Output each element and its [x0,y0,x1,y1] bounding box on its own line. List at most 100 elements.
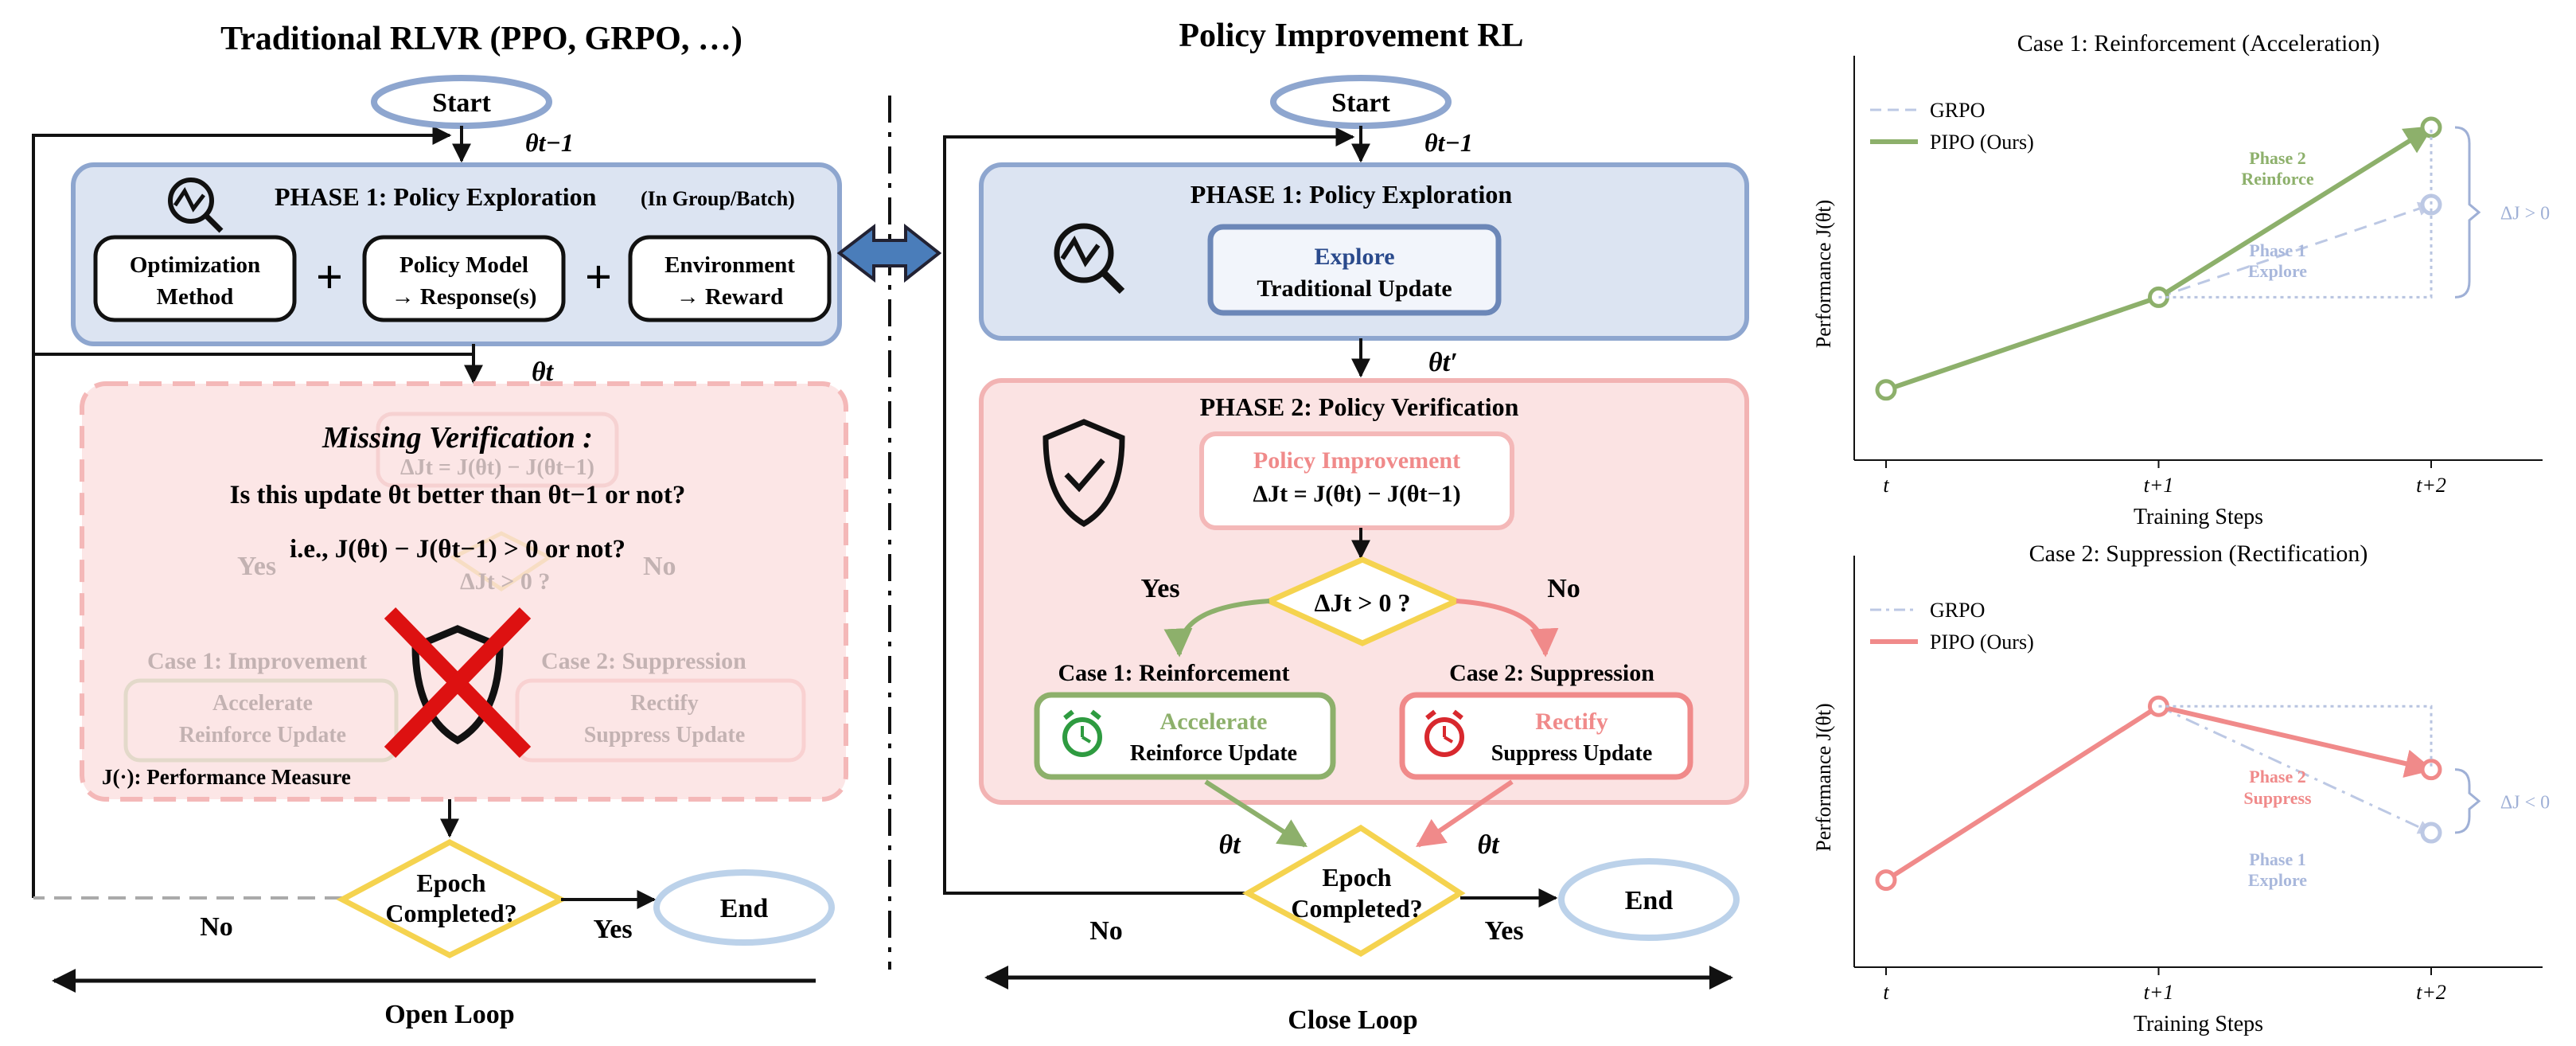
reference-line [2158,127,2433,299]
left-missing-title: Missing Verification : [322,421,593,455]
alarm-clock-icon [1062,709,1102,757]
right-acc-line1: Accelerate [1160,708,1268,735]
legend-label: GRPO [1930,99,1985,122]
right-end-label: End [1625,886,1674,915]
left-title: Traditional RLVR (PPO, GRPO, …) [220,21,742,57]
left-box-environment [628,235,832,322]
series-line-pipo [1884,704,2161,883]
right-start-label: Start [1331,88,1390,118]
right-cond-diamond [1262,556,1463,646]
right-loop-no: No [1089,916,1123,946]
data-point [2420,116,2442,139]
left-loop-line [32,126,452,898]
crossed-shield-icon [384,607,532,758]
right-acc-line2: Reinforce Update [1130,741,1297,766]
left-opt-line1: Optimization [130,252,260,278]
search-chart-icon [168,178,224,233]
x-tick-label: t [1883,981,1889,1004]
annotation-phase1-word: Explore [2248,261,2307,281]
left-yes-label: Yes [593,915,632,944]
left-policy-line1: Policy Model [399,252,528,278]
left-ghost-suppress: Suppress Update [584,723,746,747]
right-yes-label: Yes [1140,574,1179,603]
left-missing-q2: i.e., J(θt) − J(θt−1) > 0 or not? [290,535,625,564]
y-axis-label: Performance J(θt) [1812,703,1835,851]
data-point [1875,869,1897,892]
data-point [1875,379,1897,401]
series-line-grpo [2158,201,2433,299]
left-policy-line2: → Response(s) [392,284,537,310]
right-epoch-line2: Completed? [1291,894,1422,923]
right-pi-line2: ΔJt = J(θt) − J(θt−1) [1253,481,1460,507]
alarm-clock-icon [1424,709,1464,757]
series-line-pipo [1885,295,2160,392]
left-end-label: End [720,894,769,923]
left-ghost-cond: ΔJt > 0 ? [460,568,550,595]
right-loop-line [943,127,1355,895]
right-pi-box [1199,431,1514,530]
left-loop-label: Open Loop [384,1000,514,1029]
left-plus-1: + [316,251,343,303]
right-epoch-line1: Epoch [1322,863,1391,892]
right-case1-label: Case 1: Reinforcement [1058,660,1289,686]
chart-title: Case 1: Reinforcement (Acceleration) [2017,30,2380,57]
left-phase1-title: PHASE 1: Policy Exploration [275,182,597,211]
left-epoch-line2: Completed? [385,899,516,927]
right-acc-to-epoch [1204,779,1308,848]
x-tick-label: t+2 [2416,981,2446,1004]
right-rectify-box [1399,692,1693,780]
right-explore-box [1207,224,1502,316]
left-env-line2: → Reward [676,284,784,310]
annotation-phase1-word: Explore [2248,870,2307,890]
delta-label: ΔJ < 0 [2500,792,2550,813]
left-opt-line2: Method [157,284,234,310]
right-rect-line2: Suppress Update [1491,741,1653,766]
right-no-label: No [1547,574,1580,603]
right-phase2-title: PHASE 2: Policy Verification [1200,392,1519,421]
left-box-optimization [93,235,297,322]
left-epoch-line1: Epoch [416,868,485,897]
x-tick-label: t+1 [2144,474,2174,497]
chart-title: Case 2: Suppression (Rectification) [2029,541,2368,567]
right-theta-t-2: θt [1477,830,1500,860]
y-axis-label: Performance J(θt) [1812,200,1835,348]
left-panel: Traditional RLVR (PPO, GRPO, …) Start θt… [32,21,848,1029]
left-measure: J(·): Performance Measure [102,765,351,789]
right-case2-label: Case 2: Suppression [1449,660,1654,686]
left-ghost-rectify: Rectify [630,691,699,716]
x-tick-label: t+1 [2144,981,2174,1004]
legend-label: PIPO (Ours) [1930,131,2034,154]
annotation-phase2-word: Reinforce [2241,169,2313,189]
right-yes-arrow [1163,599,1270,658]
right-cond-label: ΔJt > 0 ? [1315,588,1411,617]
left-phase1-sub: (In Group/Batch) [641,187,795,210]
right-title: Policy Improvement RL [1179,18,1523,54]
compare-double-arrow [836,223,942,283]
annotation-phase2-word: Suppress [2243,788,2312,808]
left-missing-q1: Is this update θt better than θt−1 or no… [230,481,686,509]
left-no-label: No [200,912,233,942]
left-ghost-formula: ΔJt = J(θt) − J(θt−1) [400,455,594,480]
right-epoch-diamond [1241,824,1466,958]
right-no-arrow [1456,599,1559,658]
right-loop-label: Close Loop [1288,1005,1417,1035]
series-line-pipo [2157,125,2434,299]
left-end [653,869,835,946]
right-rect-line1: Rectify [1535,708,1608,735]
left-ghost-case2: Case 2: Suppression [541,648,746,674]
middle-panel: Policy Improvement RL Start θt−1 PHASE 1… [943,18,1749,1035]
delta-label: ΔJ > 0 [2500,204,2550,224]
right-rect-to-epoch [1416,779,1514,848]
data-point [2420,822,2442,844]
charts-panel: Case 1: Reinforcement (Acceleration) t t+1… [1812,30,2550,1036]
right-explore-line2: Traditional Update [1257,275,1452,302]
left-ghost-no: No [643,552,676,581]
annotation-phase1: Phase 1 [2249,849,2306,869]
annotation-phase2: Phase 2 [2249,767,2306,786]
right-loop-yes: Yes [1484,916,1523,946]
shield-check-icon [1042,419,1125,528]
annotation-phase1: Phase 1 [2249,240,2306,260]
left-plus-2: + [585,251,612,303]
right-end [1558,858,1740,941]
left-env-line1: Environment [664,252,795,278]
